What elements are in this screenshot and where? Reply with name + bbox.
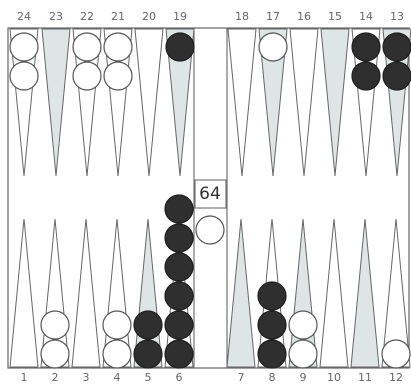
bottom-point-label: 12: [389, 371, 403, 384]
black-checker-point-8[interactable]: [257, 339, 287, 369]
point-18-triangle: [227, 28, 257, 177]
black-checker-point-8[interactable]: [257, 310, 287, 340]
bottom-point-label: 5: [145, 371, 152, 384]
bottom-point-label: 8: [269, 371, 276, 384]
black-checker-point-5[interactable]: [133, 310, 163, 340]
white-checker-point-17[interactable]: [258, 32, 288, 62]
top-point-label: 22: [80, 10, 94, 23]
top-point-label: 24: [17, 10, 31, 23]
doubling-cube[interactable]: [194, 179, 227, 209]
top-point-label: 16: [297, 10, 311, 23]
white-checker-point-2[interactable]: [40, 339, 70, 369]
point-20-triangle: [134, 28, 164, 177]
bottom-point-label: 4: [114, 371, 121, 384]
point-19-triangle: [165, 28, 195, 177]
point-23-triangle: [41, 28, 71, 177]
white-checker-point-22[interactable]: [72, 61, 102, 91]
point-16-triangle: [289, 28, 319, 177]
top-point-label: 13: [390, 10, 404, 23]
white-checker-point-24[interactable]: [9, 61, 39, 91]
bottom-point-label: 6: [176, 371, 183, 384]
point-11-triangle: [350, 218, 380, 368]
point-17-triangle: [258, 28, 288, 177]
bottom-point-label: 11: [358, 371, 372, 384]
point-1-triangle: [9, 218, 39, 368]
white-checker-point-9[interactable]: [288, 310, 318, 340]
white-checker-point-24[interactable]: [9, 32, 39, 62]
bottom-point-label: 9: [300, 371, 307, 384]
black-checker-point-6[interactable]: [164, 310, 194, 340]
black-checker-point-13[interactable]: [382, 32, 411, 62]
bottom-point-label: 1: [21, 371, 28, 384]
doubling-cube-value: 64: [199, 184, 221, 204]
white-checker-point-9[interactable]: [288, 339, 318, 369]
top-point-label: 18: [235, 10, 249, 23]
bottom-point-label: 3: [83, 371, 90, 384]
black-checker-point-19[interactable]: [165, 32, 195, 62]
point-3-triangle: [71, 218, 101, 368]
white-checker-point-4[interactable]: [102, 310, 132, 340]
white-checker-bar[interactable]: [195, 215, 225, 245]
black-checker-point-6[interactable]: [164, 281, 194, 311]
white-checker-point-4[interactable]: [102, 339, 132, 369]
top-point-label: 23: [49, 10, 63, 23]
bottom-point-label: 10: [327, 371, 341, 384]
black-checker-point-6[interactable]: [164, 252, 194, 282]
black-checker-point-13[interactable]: [382, 61, 411, 91]
black-checker-point-6[interactable]: [164, 339, 194, 369]
black-checker-point-6[interactable]: [164, 223, 194, 253]
black-checker-point-14[interactable]: [351, 61, 381, 91]
bottom-point-label: 7: [238, 371, 245, 384]
white-checker-point-21[interactable]: [103, 61, 133, 91]
black-checker-point-5[interactable]: [133, 339, 163, 369]
top-point-label: 20: [142, 10, 156, 23]
top-point-label: 19: [173, 10, 187, 23]
top-point-label: 17: [266, 10, 280, 23]
black-checker-point-6[interactable]: [164, 194, 194, 224]
black-checker-point-8[interactable]: [257, 281, 287, 311]
bottom-point-label: 2: [52, 371, 59, 384]
point-10-triangle: [319, 218, 349, 368]
white-checker-point-2[interactable]: [40, 310, 70, 340]
top-point-label: 15: [328, 10, 342, 23]
white-checker-point-12[interactable]: [381, 339, 411, 369]
point-15-triangle: [320, 28, 350, 177]
white-checker-point-21[interactable]: [103, 32, 133, 62]
white-checker-point-22[interactable]: [72, 32, 102, 62]
point-7-triangle: [226, 218, 256, 368]
top-point-label: 14: [359, 10, 373, 23]
black-checker-point-14[interactable]: [351, 32, 381, 62]
top-point-label: 21: [111, 10, 125, 23]
